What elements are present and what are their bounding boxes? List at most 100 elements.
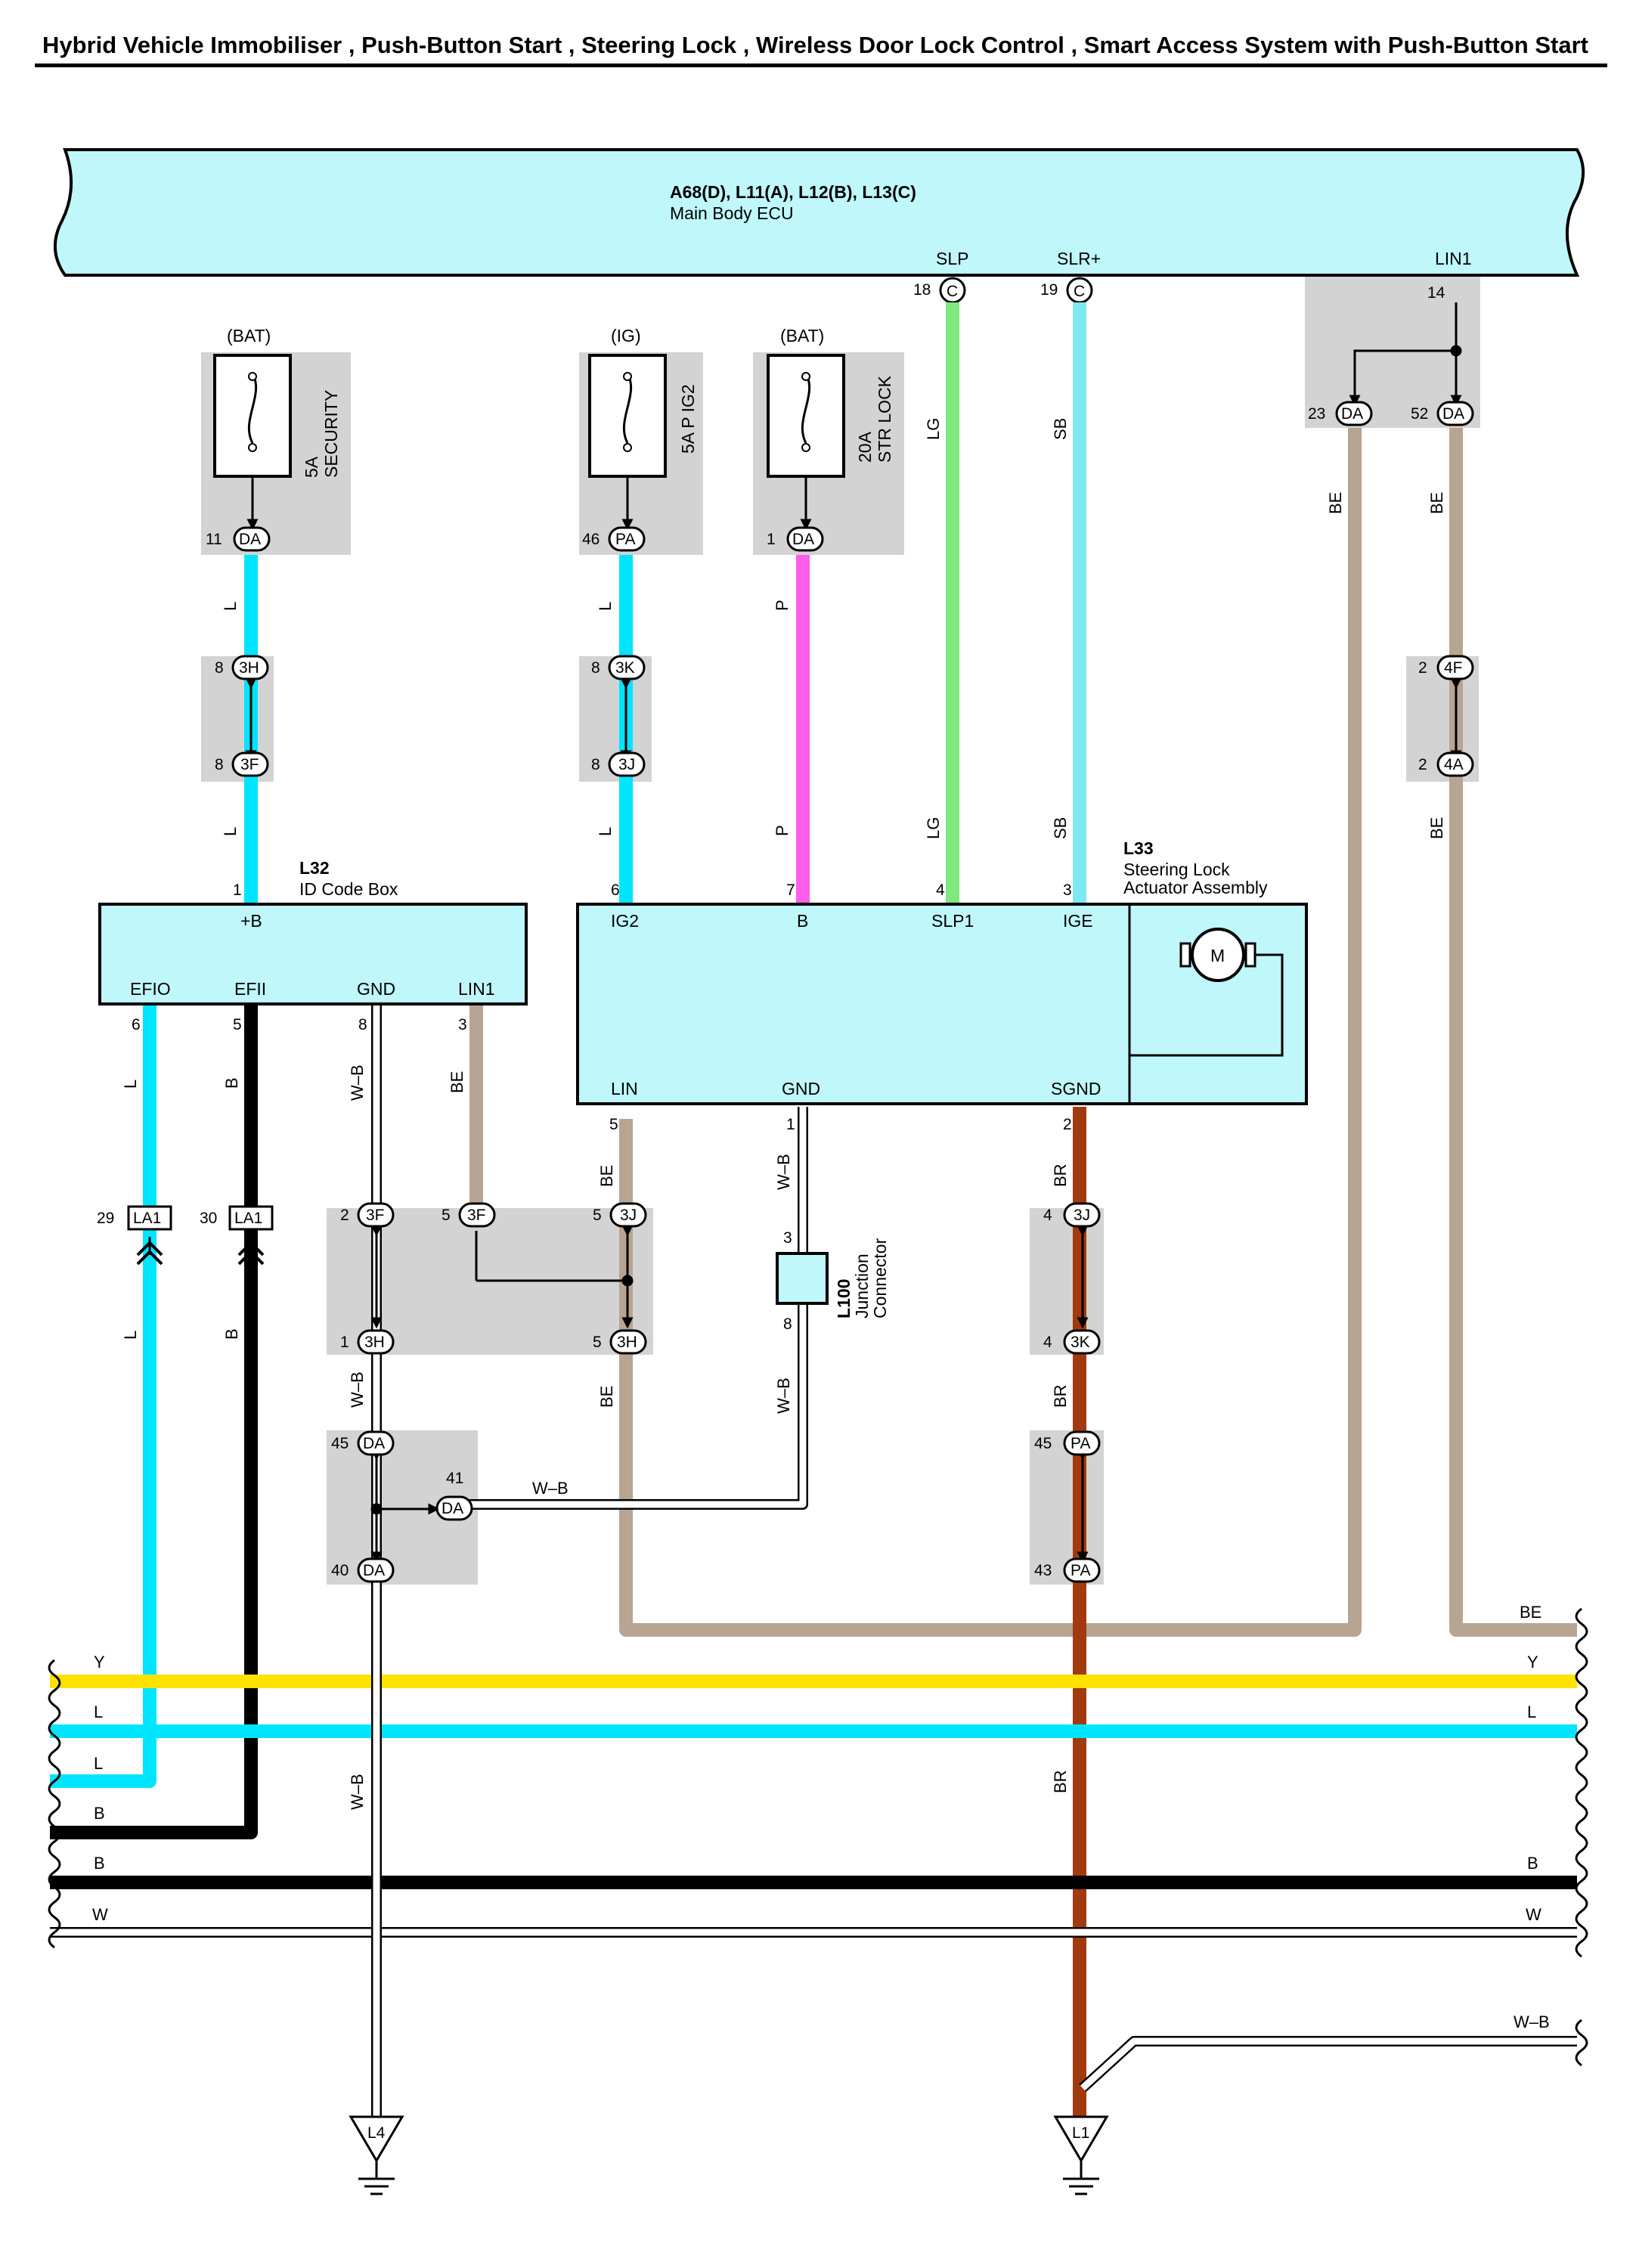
fuse-rating: 5A P IG2 — [678, 384, 698, 454]
wire-label-l: L — [94, 1703, 103, 1721]
connector-pill-41-da: 41 DA — [435, 1470, 473, 1521]
connector-code: 3J — [620, 1207, 637, 1224]
steer-bottom-num-5: 5 — [609, 1116, 618, 1133]
idbox-name: ID Code Box — [299, 879, 398, 899]
connector-pill-3k-ig: 8 3K — [591, 655, 646, 680]
steer-name-1: Steering Lock — [1123, 860, 1230, 879]
junction-name-2: Connector — [870, 1238, 890, 1318]
wire-label-y: Y — [1527, 1653, 1538, 1672]
wire-label-b: B — [222, 1328, 241, 1340]
pin-number: 43 — [1034, 1562, 1052, 1579]
pin-number: 5 — [593, 1207, 602, 1224]
pin-number: 11 — [206, 531, 222, 548]
connector-code: PA — [1071, 1435, 1090, 1452]
connector-pill-43-pa: 43 PA — [1034, 1557, 1101, 1583]
connector-la1-30: 30 LA1 — [200, 1205, 274, 1231]
connector-pill-da-23: 23 DA — [1308, 401, 1373, 426]
connector-code: DA — [239, 531, 261, 548]
wire-label-be: BE — [1326, 492, 1345, 514]
pin-number: 52 — [1411, 405, 1428, 423]
connector-code: DA — [1341, 405, 1363, 423]
wire-label-br: BR — [1051, 1770, 1070, 1793]
wire-label-be: BE — [597, 1386, 616, 1408]
connector-pill-4-3k: 4 3K — [1043, 1329, 1101, 1355]
page-title: Hybrid Vehicle Immobiliser , Push-Button… — [42, 32, 1588, 58]
connector-code: DA — [363, 1435, 385, 1452]
wire-label-wb: W–B — [774, 1154, 793, 1190]
steer-top-num-4: 4 — [936, 881, 945, 899]
pin-number: 45 — [1034, 1435, 1052, 1452]
connector-pill-fuse-security: 11 DA — [206, 526, 271, 552]
pin-number: 41 — [446, 1470, 463, 1487]
main-body-ecu: A68(D), L11(A), L12(B), L13(C) Main Body… — [53, 148, 1585, 277]
connector-code: LA1 — [133, 1210, 161, 1227]
wire-label-wb: W–B — [774, 1377, 793, 1414]
wire-label-y: Y — [94, 1653, 105, 1672]
idbox-pin-label-gnd: GND — [357, 979, 395, 999]
pin-number: 8 — [591, 659, 600, 677]
steer-bottom-num-1: 1 — [786, 1116, 795, 1133]
fuse-supply: (BAT) — [780, 326, 824, 345]
break-marks — [48, 1607, 1588, 2067]
wire-label-l: L — [221, 827, 240, 836]
steer-bottom-num-2: 2 — [1063, 1116, 1072, 1133]
connector-code: DA — [363, 1562, 385, 1579]
ecu-pin-label-slr: SLR+ — [1057, 249, 1101, 268]
wire-label-sb: SB — [1051, 817, 1070, 839]
wire-label-p: P — [773, 600, 792, 611]
wire-label-be: BE — [1427, 817, 1446, 839]
connector-code: 3F — [366, 1207, 385, 1224]
wire-label-sb: SB — [1051, 418, 1070, 440]
connector-pill-4a: 2 4A — [1418, 751, 1474, 777]
fuse-rating: 5A — [302, 456, 321, 478]
connector-code: C — [947, 283, 958, 300]
motor-label: M — [1210, 946, 1225, 965]
ground-l1: L1 — [1053, 2115, 1109, 2195]
connector-pill-40-da: 40 DA — [331, 1557, 395, 1583]
connector-code: PA — [1071, 1562, 1090, 1579]
fuse-security: (BAT) 5A SECURITY — [213, 326, 341, 478]
junction-connector-l100: 3 8 L100 Junction Connector — [776, 1229, 890, 1333]
wire-labels: L L L L P P LG LG SB SB BE BE BE L L B B… — [92, 418, 1550, 2031]
connector-code: 3K — [1071, 1334, 1090, 1351]
pin-number: 2 — [340, 1207, 349, 1224]
wire-label-w: W — [1526, 1905, 1541, 1924]
ecu-pin-slr: 19 C — [1040, 277, 1093, 304]
connector-code: LA1 — [234, 1210, 262, 1227]
ground-label: L4 — [367, 2124, 386, 2142]
pin-number: 4 — [1043, 1207, 1052, 1224]
connector-code: DA — [442, 1500, 463, 1517]
connector-pill-5-3f: 5 3F — [442, 1202, 496, 1228]
wire-label-be: BE — [1427, 492, 1446, 514]
connector-code: DA — [1442, 405, 1464, 423]
connector-pill-2-3f: 2 3F — [340, 1202, 395, 1228]
wire-label-be: BE — [597, 1165, 616, 1187]
fuse-strlock: (BAT) 20A STR LOCK — [767, 326, 894, 478]
connector-pill-45-pa: 45 PA — [1034, 1430, 1101, 1456]
connector-pill-5-3j: 5 3J — [593, 1202, 647, 1228]
fuse-supply: (BAT) — [227, 326, 271, 345]
wire-label-b: B — [94, 1854, 105, 1873]
pin-number: 46 — [582, 531, 600, 548]
wire-label-l: L — [596, 602, 615, 611]
connector-pills: 11 DA 46 PA 1 DA 23 DA 52 DA 8 3 — [97, 401, 1474, 1583]
connector-pill-4f: 2 4F — [1418, 655, 1474, 680]
pin-number: 23 — [1308, 405, 1325, 423]
ecu-pin-label-slp: SLP — [936, 249, 968, 268]
wire-label-l: L — [121, 1331, 140, 1340]
ecu-name: Main Body ECU — [670, 203, 794, 223]
lin-splitter — [1349, 302, 1462, 407]
connector-code: 3F — [467, 1207, 486, 1224]
wire-label-wb: W–B — [348, 1064, 367, 1101]
fuse-rating: 20A — [855, 431, 875, 463]
fuse-name: SECURITY — [321, 390, 341, 478]
wire-label-be: BE — [1520, 1603, 1541, 1622]
fuse-name: STR LOCK — [875, 375, 894, 463]
wire-label-b: B — [1527, 1854, 1538, 1873]
steer-top-label-b: B — [797, 911, 808, 931]
junction-pin-bottom: 8 — [783, 1315, 792, 1333]
wire-label-l: L — [1527, 1703, 1536, 1721]
connector-pill-fuse-ig2: 46 PA — [582, 526, 646, 552]
wire-steer-gnd-wb-inner — [454, 1107, 807, 1508]
ecu-pin-slp: 18 C — [913, 277, 966, 304]
